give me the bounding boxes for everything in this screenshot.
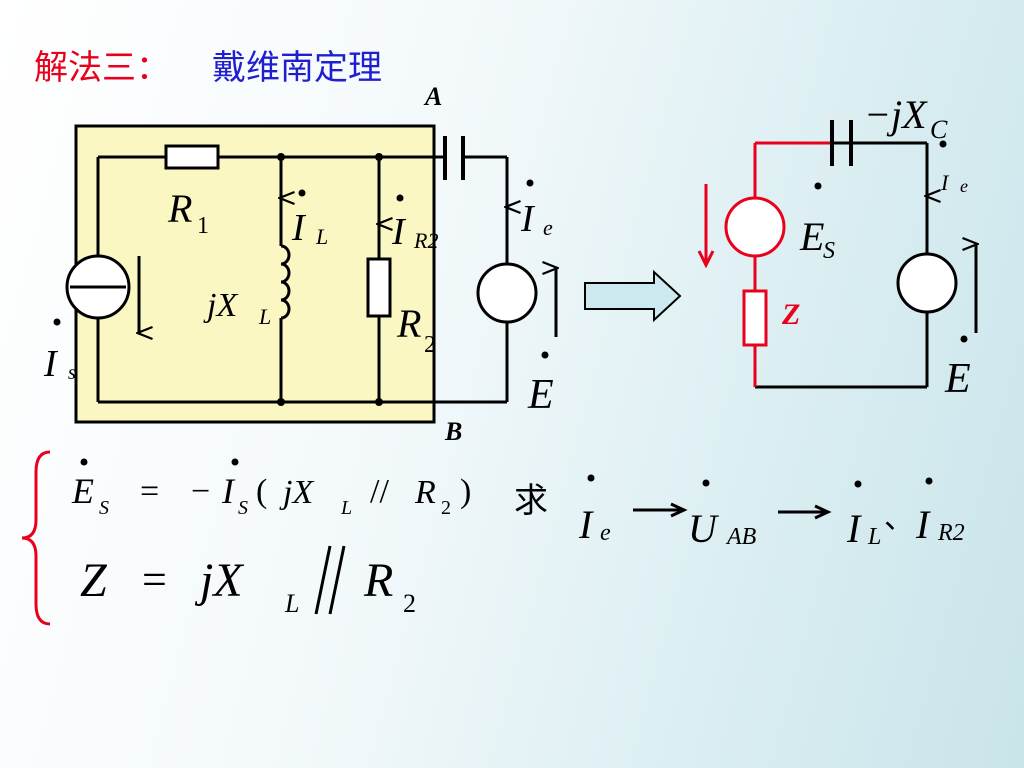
z-label-right: Z — [781, 298, 800, 331]
es-sub: S — [823, 238, 835, 264]
eq2-z: Z — [80, 554, 108, 607]
right-circuit-red-wires — [753, 141, 832, 387]
capacitor-left — [443, 136, 465, 180]
is-sub: s — [68, 362, 76, 384]
eq2-jx-sub: L — [284, 589, 299, 618]
inductor-jxl — [280, 244, 291, 320]
transform-arrow — [584, 269, 682, 323]
ir2-label: I — [391, 211, 407, 253]
e-label-left: E — [527, 372, 554, 418]
eq1-paren-close: ) — [460, 473, 471, 510]
voltage-source-e — [476, 262, 538, 324]
solve-il: I — [846, 506, 862, 551]
right-circuit-wires — [755, 141, 929, 389]
solve-qiu: 求 — [514, 481, 548, 521]
ie-label-left: I — [520, 198, 536, 240]
solve-sep: 、 — [884, 501, 914, 536]
method-title: 解法三： — [34, 48, 170, 88]
resistor-r1 — [164, 144, 220, 170]
eq1-es: E — [71, 471, 94, 511]
eq1-is-sub: S — [238, 497, 248, 519]
resistor-r2 — [366, 257, 392, 318]
ie-sub-right: e — [960, 176, 968, 196]
theorem-title: 戴维南定理 — [212, 48, 382, 88]
node-b-label: B — [444, 417, 462, 446]
node-a-label: A — [423, 82, 442, 111]
solve-uab-dot — [702, 479, 710, 487]
solve-uab-sub: AB — [725, 524, 757, 550]
r1-sub: 1 — [197, 213, 209, 239]
eq1-is-dot — [231, 458, 239, 466]
e-label-right: E — [944, 356, 971, 402]
eq1-r: R — [414, 474, 436, 511]
equation-brace — [21, 450, 51, 626]
r2-label: R — [396, 301, 421, 346]
eq2-r: R — [363, 554, 393, 607]
jxc-sub: C — [930, 115, 948, 144]
eq2-r-sub: 2 — [403, 589, 416, 618]
eq2-parallel-symbol — [314, 545, 346, 615]
voltage-source-es — [724, 196, 786, 258]
il-sub: L — [315, 224, 328, 249]
es-label: E — [799, 214, 824, 259]
eq1-r-sub: 2 — [441, 497, 451, 519]
eq1-minus: − — [191, 473, 210, 510]
solve-il-sub: L — [867, 524, 881, 550]
il-label: I — [291, 207, 307, 249]
solve-arrow-1 — [633, 502, 688, 518]
ie-sub-left: e — [543, 215, 553, 240]
eq2-equals: = — [142, 555, 167, 604]
eq1-jx: jX — [279, 474, 314, 511]
eq1-parallel: // — [370, 473, 389, 510]
r2-sub: 2 — [424, 332, 436, 358]
r1-label: R — [167, 186, 192, 231]
eq1-es-dot — [80, 458, 88, 466]
arrow-es — [697, 184, 715, 269]
eq1-es-sub: S — [99, 497, 109, 519]
solve-ir2-sub: R2 — [937, 520, 965, 546]
eq1-equals: = — [140, 473, 159, 510]
jxl-label: jX — [203, 287, 238, 324]
solve-il-dot — [854, 480, 862, 488]
phasor-dots-right — [814, 140, 968, 343]
jxc-label: −jX — [864, 92, 928, 137]
solve-ie-dot — [587, 474, 595, 482]
ie-label-right: I — [940, 170, 950, 195]
junction-dots — [277, 153, 383, 406]
is-label: I — [43, 343, 59, 385]
eq2-jx: jX — [194, 554, 244, 607]
solve-arrow-2 — [778, 504, 832, 520]
phasor-dots-left — [53, 179, 549, 359]
solve-ie-sub: e — [600, 520, 611, 546]
solve-uab: U — [688, 506, 720, 551]
eq1-is: I — [221, 471, 236, 511]
jxl-sub: L — [258, 304, 271, 329]
impedance-z — [742, 289, 768, 347]
voltage-source-e-right — [896, 252, 958, 314]
eq1-jx-sub: L — [340, 497, 352, 519]
solve-ir2-dot — [925, 477, 933, 485]
eq1-paren-open: ( — [256, 473, 267, 510]
ir2-sub: R2 — [413, 228, 438, 253]
solve-ie: I — [578, 502, 594, 547]
solve-ir2: I — [915, 502, 931, 547]
